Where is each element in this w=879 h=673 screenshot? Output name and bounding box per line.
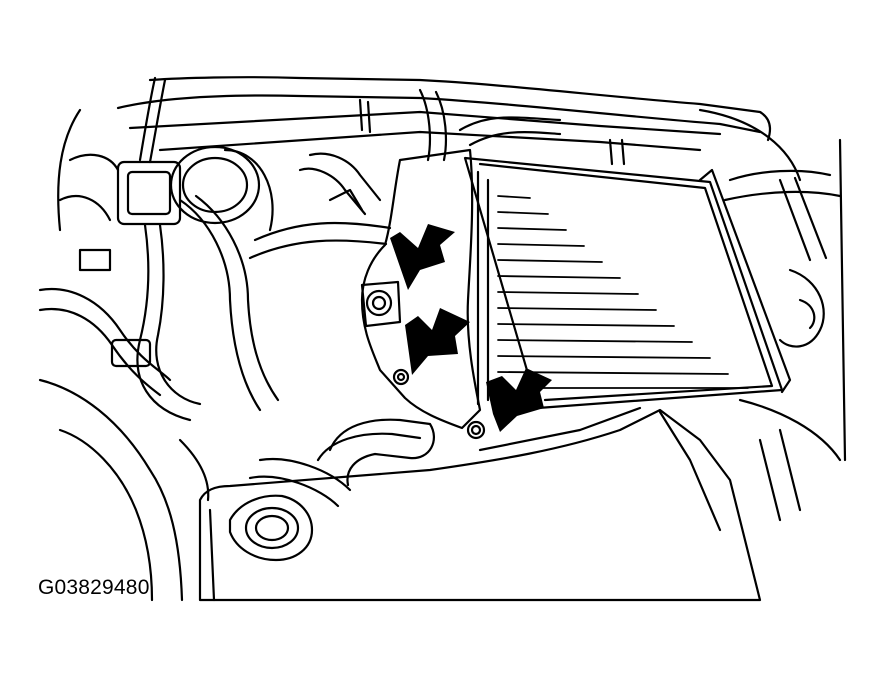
figure-code-label: G03829480 [38,576,150,599]
bolt-middle [392,368,410,386]
upper-rail-lines [116,76,802,182]
filter-ribs [497,195,749,389]
coolant-tank [198,406,762,602]
bolt-lower [466,420,486,440]
reservoir-cap-upper [169,145,274,232]
lower-hose [248,418,436,508]
intake-housing [248,88,562,430]
left-hoses [38,76,280,422]
right-components [723,138,847,522]
arrow-icon [486,368,552,432]
bolt-upper [365,289,393,317]
radiator-cap-lower [228,494,314,562]
arrow-icon [390,224,455,290]
callout-arrows [390,224,552,432]
air-cleaner-box [463,156,792,410]
arrow-icon [405,308,470,375]
fasteners [360,280,486,440]
misc-lines [38,108,210,602]
